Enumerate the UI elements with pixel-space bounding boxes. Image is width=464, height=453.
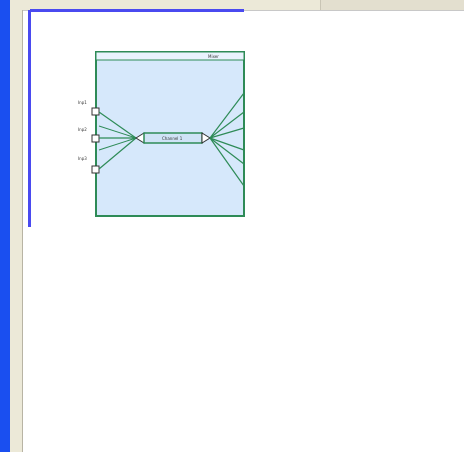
wire-out-6[interactable] (209, 137, 245, 187)
input-port-1[interactable] (91, 107, 100, 116)
center-block-label: Channel 1 (162, 136, 183, 141)
input-port-label-1: Inp1 (78, 100, 87, 105)
wire-in-3[interactable] (98, 137, 137, 170)
selection-border-top (30, 9, 244, 12)
wire-out-1[interactable] (209, 92, 245, 139)
wire-in-5[interactable] (98, 137, 137, 151)
input-port-3[interactable] (91, 165, 100, 174)
window-top-frame (22, 0, 464, 10)
input-port-2[interactable] (91, 134, 100, 143)
selection-border-left (28, 10, 31, 227)
input-port-label-3: Inp3 (78, 156, 87, 161)
wire-in-1[interactable] (98, 111, 137, 139)
subsystem-title-bar[interactable] (95, 51, 245, 61)
tab-edge[interactable] (320, 0, 464, 10)
window-left-frame (10, 0, 23, 452)
wire-out-4[interactable] (209, 137, 245, 151)
wire-out-3[interactable] (209, 127, 245, 139)
center-block-output-port[interactable] (201, 132, 211, 144)
input-port-label-2: Inp2 (78, 127, 87, 132)
subsystem-title: Mixer (208, 54, 219, 59)
window-left-border (0, 0, 10, 452)
wire-out-2[interactable] (209, 111, 245, 139)
wire-out-5[interactable] (209, 137, 245, 165)
wire-in-4[interactable] (98, 125, 137, 139)
